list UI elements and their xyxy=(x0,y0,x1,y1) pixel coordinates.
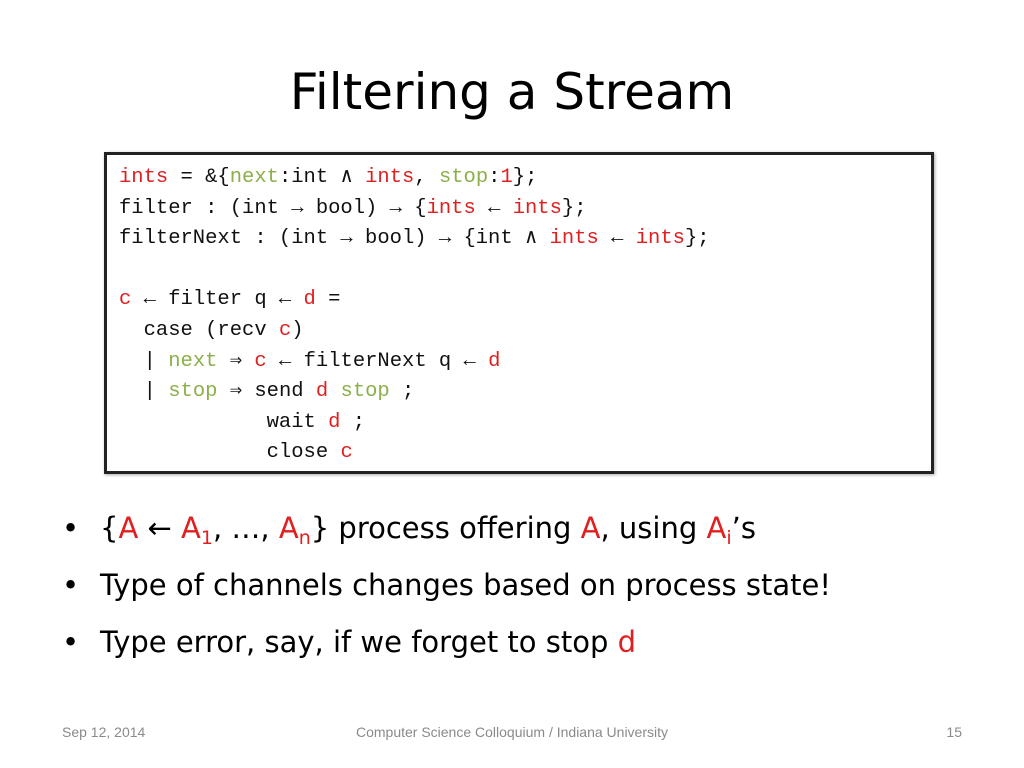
highlight-red-token: c xyxy=(278,318,292,342)
highlight-green-token: stop xyxy=(340,380,390,404)
text-run: ⇒ xyxy=(217,349,255,373)
code-line xyxy=(119,255,931,286)
text-run: : xyxy=(488,166,501,189)
text-run: case (recv xyxy=(119,318,279,342)
text-run: ← filterNext q ← xyxy=(266,349,489,373)
text-run: { xyxy=(100,511,119,545)
text-run: filterNext : (int → bool) → {int ∧ xyxy=(119,227,550,251)
highlight-red-token: ints xyxy=(549,227,599,251)
text-run: = &{ xyxy=(168,166,230,189)
footer-title: Computer Science Colloquium / Indiana Un… xyxy=(355,724,669,740)
code-block: ints = &{next:int ∧ ints, stop:1};filter… xyxy=(104,152,934,474)
highlight-red-token: d xyxy=(328,410,341,434)
highlight-red-token: i xyxy=(726,527,732,549)
text-run: ’s xyxy=(731,511,756,545)
text-run: , using xyxy=(600,511,707,545)
text-run: } process offering xyxy=(310,511,581,545)
bullet-list: {A ← A1, …, An} process offering A, usin… xyxy=(62,506,1002,677)
highlight-red-token: d xyxy=(488,349,501,373)
text-run: ← xyxy=(138,511,182,545)
highlight-red-token: A xyxy=(706,511,727,545)
page-number: 15 xyxy=(946,724,962,740)
text-run: :int ∧ xyxy=(278,166,366,189)
text-run: Type of channels changes based on proces… xyxy=(100,568,831,602)
highlight-red-token: d xyxy=(315,380,329,404)
text-run: ) xyxy=(291,318,304,342)
bullet-item: {A ← A1, …, An} process offering A, usin… xyxy=(62,506,1002,550)
text-run: ← xyxy=(475,196,513,220)
code-line: close c xyxy=(119,438,931,469)
text-run: close xyxy=(119,441,341,465)
highlight-red-token: ints xyxy=(635,227,685,251)
bullet-item: Type error, say, if we forget to stop d xyxy=(62,620,1002,664)
text-run: ; xyxy=(340,410,366,434)
text-run: ← filter q ← xyxy=(131,288,304,312)
highlight-red-token: 1 xyxy=(200,527,213,549)
code-line: | stop ⇒ send d stop ; xyxy=(119,377,931,408)
text-run: }; xyxy=(684,227,710,251)
text-run: | xyxy=(119,349,169,373)
highlight-red-token: A xyxy=(278,511,299,545)
highlight-red-token: A xyxy=(118,511,139,545)
highlight-red-token: d xyxy=(617,625,637,659)
highlight-red-token: c xyxy=(119,288,132,312)
text-run: }; xyxy=(561,196,587,220)
text-run xyxy=(328,380,340,403)
bullet-item: Type of channels changes based on proces… xyxy=(62,563,1002,607)
text-run: , xyxy=(414,166,439,189)
footer-date: Sep 12, 2014 xyxy=(62,724,146,740)
code-line: filter : (int → bool) → {ints ← ints}; xyxy=(119,194,931,225)
highlight-red-token: n xyxy=(298,527,311,549)
text-run: filter : (int → bool) → { xyxy=(119,196,427,220)
text-run: ⇒ send xyxy=(217,380,316,404)
slide-title: Filtering a Stream xyxy=(289,63,735,121)
highlight-red-token: ints xyxy=(512,196,562,220)
text-run: Type error, say, if we forget to stop xyxy=(100,625,618,659)
text-run: }; xyxy=(512,166,538,189)
text-run: , …, xyxy=(212,511,279,545)
text-run: ← xyxy=(598,227,636,251)
code-line: c ← filter q ← d = xyxy=(119,285,931,316)
highlight-red-token: d xyxy=(303,288,316,312)
highlight-red-token: ints xyxy=(119,166,169,189)
text-run: = xyxy=(315,288,341,312)
code-line: ints = &{next:int ∧ ints, stop:1}; xyxy=(119,163,931,194)
text-run: wait xyxy=(119,410,329,434)
highlight-red-token: c xyxy=(254,349,267,373)
highlight-red-token: ints xyxy=(426,196,476,220)
highlight-red-token: c xyxy=(340,441,353,465)
code-line: | next ⇒ c ← filterNext q ← d xyxy=(119,347,931,378)
highlight-red-token: A xyxy=(181,511,201,545)
highlight-red-token: ints xyxy=(365,166,415,189)
code-line: wait d ; xyxy=(119,408,931,439)
highlight-red-token: A xyxy=(580,511,601,545)
highlight-green-token: stop xyxy=(168,380,218,404)
highlight-green-token: stop xyxy=(438,166,489,189)
highlight-red-token: 1 xyxy=(500,166,513,189)
highlight-green-token: next xyxy=(229,166,279,189)
code-line: case (recv c) xyxy=(119,316,931,347)
highlight-green-token: next xyxy=(168,349,218,373)
text-run: ; xyxy=(389,380,415,404)
code-line: filterNext : (int → bool) → {int ∧ ints … xyxy=(119,224,931,255)
text-run: | xyxy=(119,380,169,404)
